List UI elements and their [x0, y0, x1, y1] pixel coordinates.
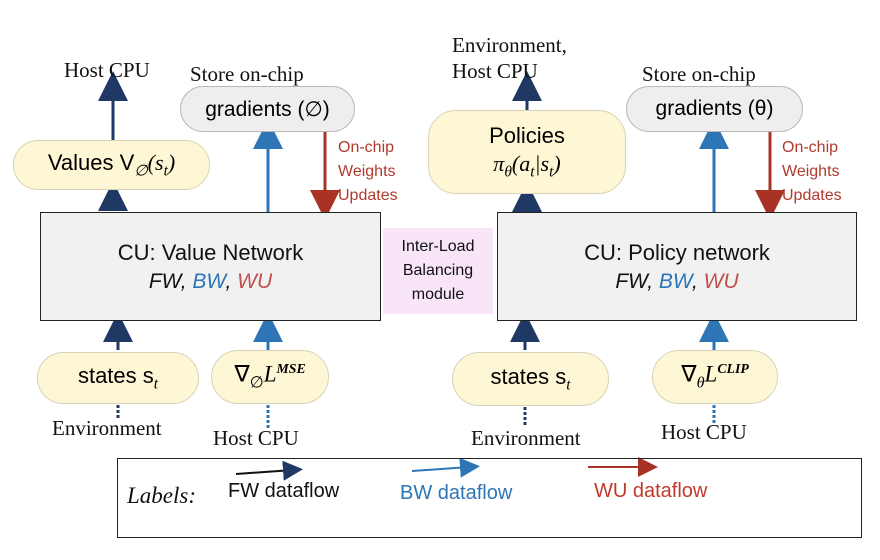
op-fw: FW — [615, 269, 648, 293]
right-states-text: states s — [490, 363, 567, 389]
op-fw: FW — [148, 269, 181, 293]
legend-fw-label: FW dataflow — [228, 480, 340, 502]
loss-right-sup: CLIP — [717, 361, 749, 377]
left-states-sub: t — [153, 375, 159, 393]
op-sep: , — [691, 269, 704, 293]
left-onchip-updates-label: On-chip Weights Updates — [338, 136, 398, 208]
op-wu: WU — [237, 269, 273, 293]
right-onchip-line-2: Weights — [782, 163, 840, 180]
op-sep: , — [647, 269, 659, 293]
left-store-label: Store on-chip — [190, 62, 304, 86]
left-loss-gradient-node: ∇∅LMSE — [211, 350, 329, 404]
left-states-text: states s — [77, 362, 154, 388]
policies-pi-sub: θ — [504, 163, 512, 181]
left-bottom-host-label: Host CPU — [213, 426, 299, 450]
right-gradients-node: gradients (θ) — [626, 86, 803, 132]
values-arg-sub: t — [163, 162, 168, 180]
right-bottom-env-label: Environment — [471, 426, 581, 450]
right-store-label: Store on-chip — [642, 62, 756, 86]
left-onchip-line-2: Weights — [338, 163, 396, 180]
left-top-host-label: Host CPU — [64, 58, 150, 82]
left-onchip-line-3: Updates — [338, 187, 398, 204]
right-onchip-line-3: Updates — [782, 187, 842, 204]
op-bw: BW — [192, 269, 226, 293]
ilb-line-2: Balancing — [402, 262, 474, 279]
legend-bw-arrow — [411, 457, 480, 478]
right-gradients-label: gradients (θ) — [655, 97, 774, 120]
legend-fw-arrow — [235, 460, 303, 481]
left-values-node: Values V∅(st) — [13, 140, 210, 190]
op-sep: , — [225, 269, 238, 293]
right-policies-node: Policies πθ(at|st) — [428, 110, 626, 194]
right-bottom-host-label: Host CPU — [661, 420, 747, 444]
loss-left-sup: MSE — [276, 361, 306, 377]
values-text: Values V — [47, 149, 135, 175]
op-bw: BW — [658, 269, 692, 293]
legend-bw-label: BW dataflow — [400, 482, 513, 504]
policies-arg: (a — [511, 150, 531, 176]
ilb-line-3: module — [411, 286, 465, 303]
policies-mid-sub: t — [549, 163, 554, 181]
legend-title: Labels: — [127, 483, 196, 508]
left-bottom-env-label: Environment — [52, 416, 162, 440]
left-onchip-line-1: On-chip — [338, 139, 395, 156]
inter-load-balancing-module: Inter-Load Balancing module — [383, 228, 493, 314]
values-sub: ∅ — [134, 162, 148, 180]
policies-close: ) — [553, 150, 561, 176]
cu-policy-title: CU: Policy network — [584, 239, 770, 265]
cu-policy-network: CU: Policy network FW, BW, WU — [497, 212, 857, 321]
policies-pi: π — [493, 150, 505, 176]
right-states-node: states st — [452, 352, 609, 406]
nabla-right-sub: θ — [696, 374, 705, 392]
left-states-node: states st — [37, 352, 199, 404]
right-onchip-line-1: On-chip — [782, 139, 839, 156]
right-onchip-updates-label: On-chip Weights Updates — [782, 136, 842, 208]
values-close: ) — [167, 149, 176, 175]
cu-policy-ops: FW, BW, WU — [615, 270, 738, 294]
loss-left-L: L — [263, 362, 277, 388]
cu-value-title: CU: Value Network — [117, 239, 304, 265]
left-gradients-node: gradients (∅) — [180, 86, 355, 132]
right-top-env-label: Environment, Host CPU — [452, 32, 567, 84]
nabla-left: ∇ — [234, 362, 250, 388]
cu-value-ops: FW, BW, WU — [149, 270, 272, 294]
legend-box — [117, 458, 862, 538]
cu-value-network: CU: Value Network FW, BW, WU — [40, 212, 381, 321]
loss-right-L: L — [704, 362, 718, 388]
right-loss-gradient-node: ∇θLCLIP — [652, 350, 778, 404]
nabla-left-sub: ∅ — [249, 374, 264, 392]
legend-wu-label: WU dataflow — [594, 480, 708, 502]
policies-label: Policies — [489, 122, 565, 148]
values-arg: (s — [147, 149, 164, 175]
op-wu: WU — [703, 269, 739, 293]
right-top-env-line-2: Host CPU — [452, 59, 538, 83]
policies-mid: |s — [534, 150, 550, 176]
left-gradients-label: gradients (∅) — [205, 97, 330, 121]
right-top-env-line-1: Environment, — [452, 33, 567, 57]
ilb-line-1: Inter-Load — [401, 238, 475, 255]
policies-arg-sub: t — [530, 163, 535, 181]
right-states-sub: t — [566, 376, 571, 394]
nabla-right: ∇ — [681, 362, 697, 388]
op-sep: , — [180, 269, 193, 293]
